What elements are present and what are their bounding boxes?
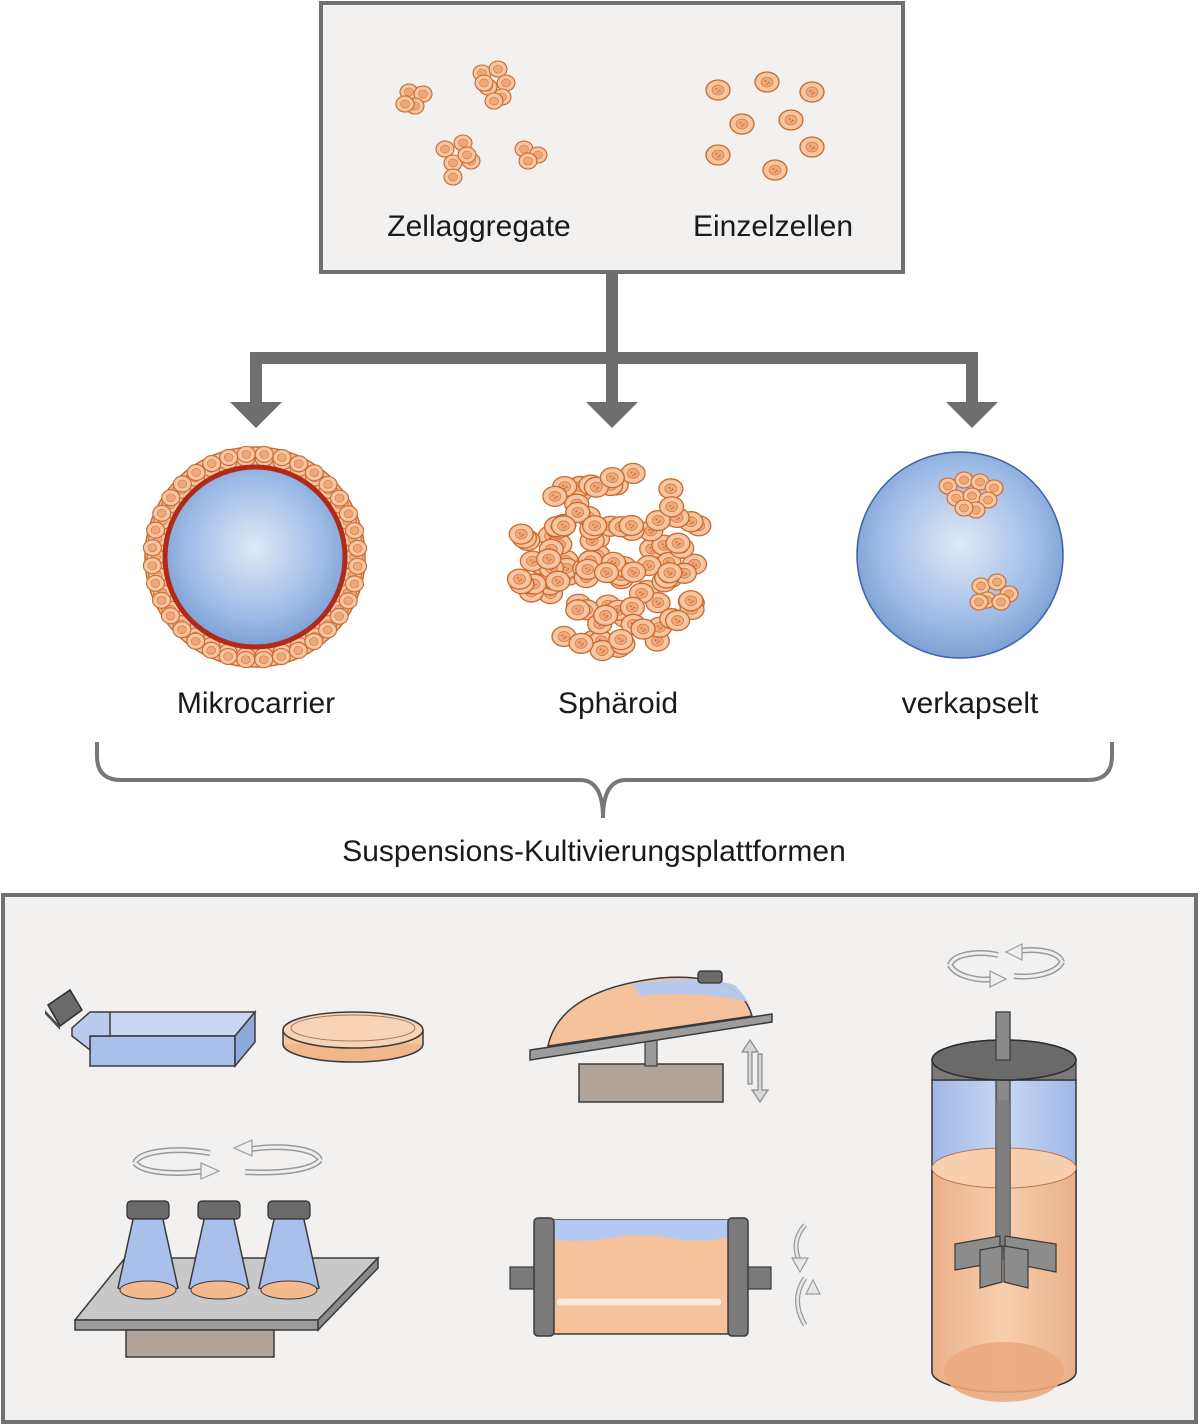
branch-arrows bbox=[230, 272, 998, 428]
microcarrier-label: Mikrocarrier bbox=[177, 687, 335, 720]
encapsulated-icon bbox=[856, 451, 1064, 659]
shake-flasks-icon bbox=[73, 1139, 380, 1358]
platforms-title: Suspensions-Kultivierungsplattformen bbox=[342, 835, 846, 868]
spheroid-icon bbox=[506, 462, 712, 662]
source-box bbox=[319, 1, 905, 274]
cell-aggregates-label: Zellaggregate bbox=[387, 210, 570, 243]
microcarrier-icon bbox=[142, 445, 368, 669]
roller-bottle-icon bbox=[509, 1217, 821, 1337]
curly-brace bbox=[95, 742, 1114, 819]
culture-flask-icon bbox=[45, 988, 257, 1069]
encapsulated-label: verkapselt bbox=[902, 687, 1039, 720]
single-cells-label: Einzelzellen bbox=[693, 210, 853, 243]
stirred-tank-bioreactor-icon bbox=[931, 943, 1077, 1402]
petri-dish-icon bbox=[282, 1011, 424, 1063]
rocking-bag-icon bbox=[529, 970, 773, 1104]
spheroid-label: Sphäroid bbox=[558, 687, 678, 720]
